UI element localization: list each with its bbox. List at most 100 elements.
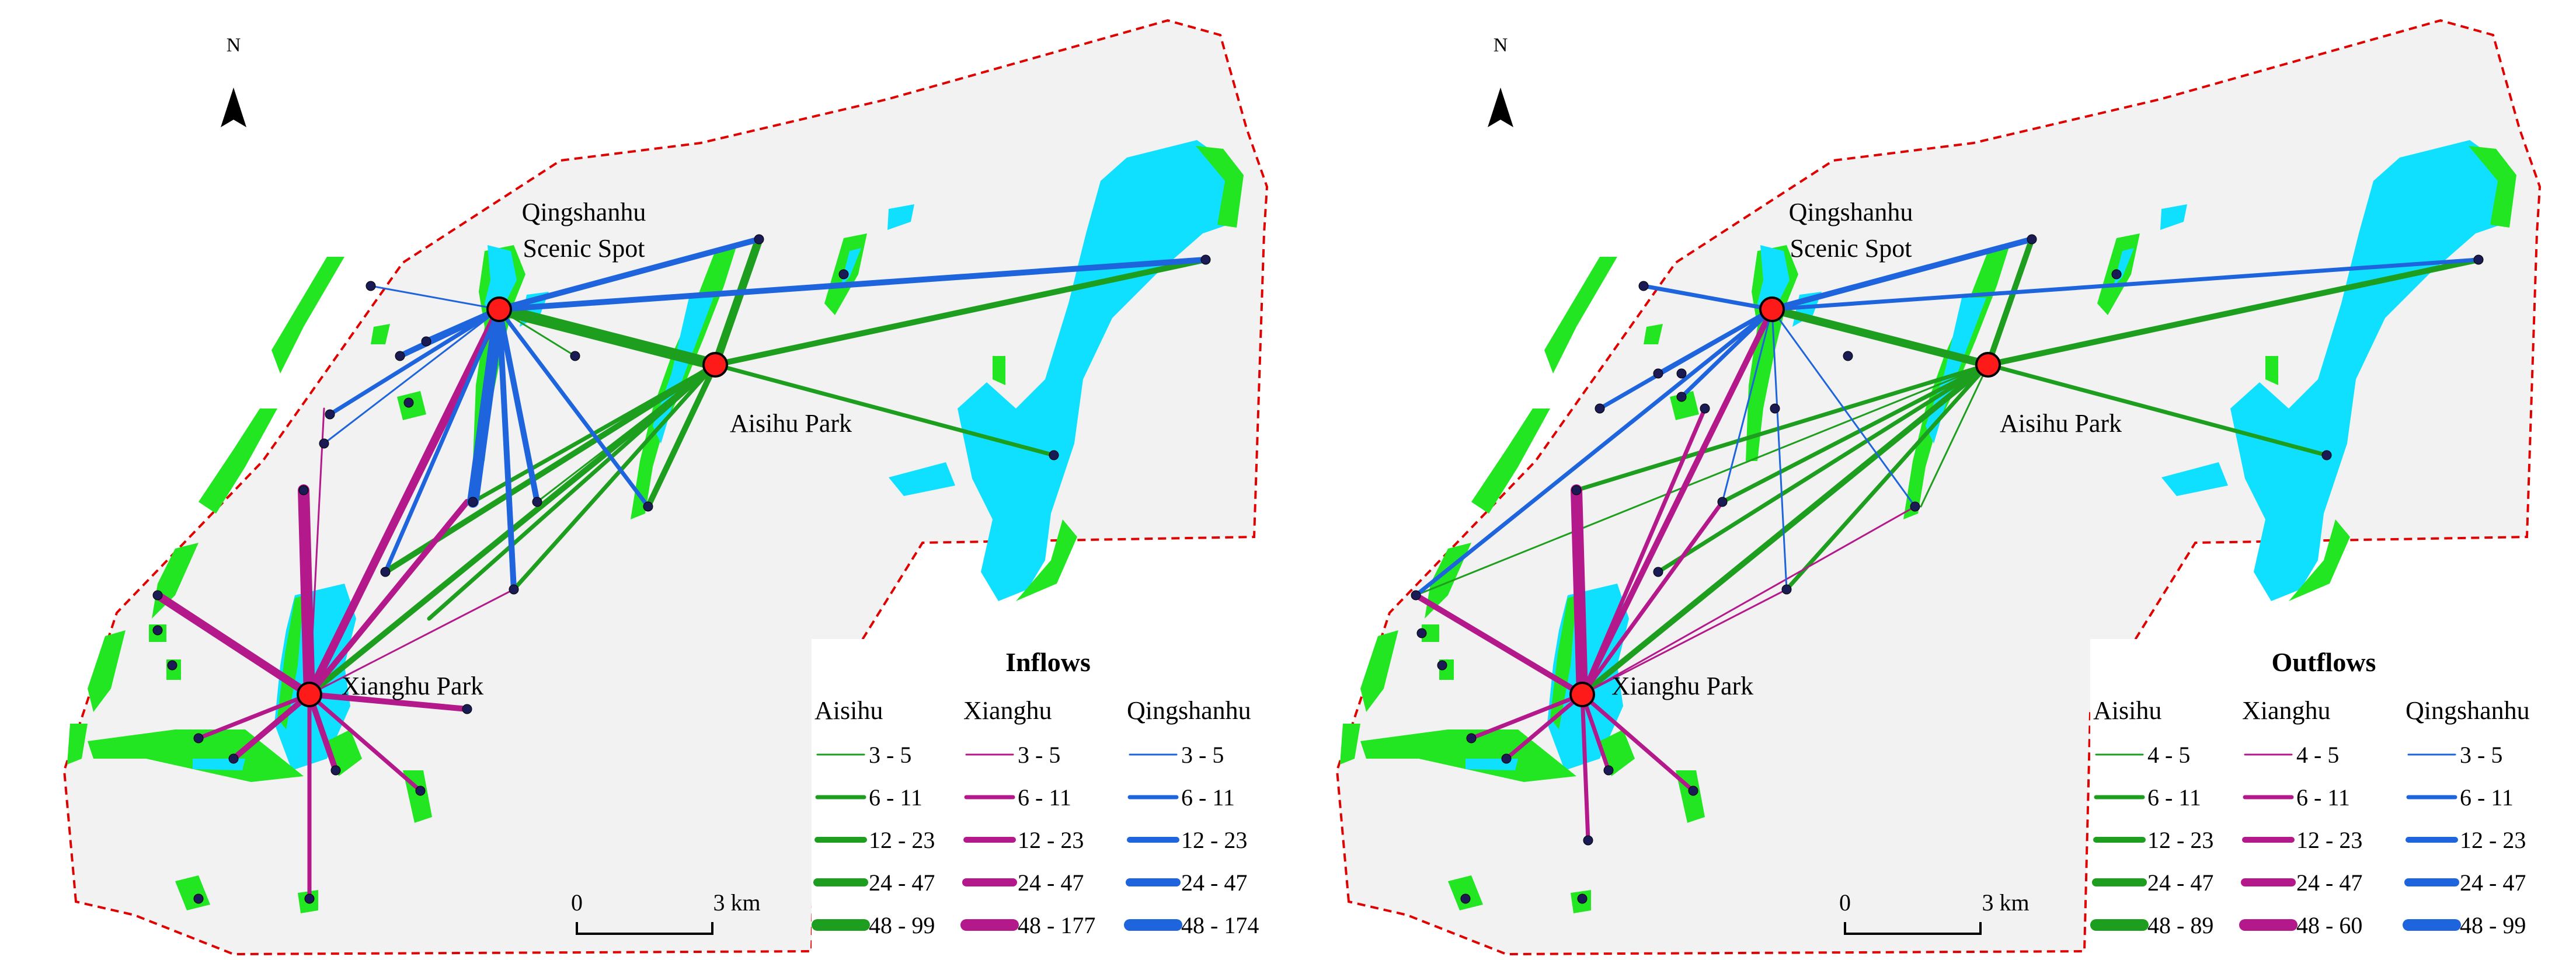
inflows-flow-line-xianghu-23: [308, 407, 325, 696]
inflows-flow-line-xianghu-14: [305, 305, 503, 699]
inflows-flow-line-xianghu-24: [308, 588, 515, 696]
north-arrow: [1488, 88, 1513, 127]
legend-class-aisihu-1: 6 - 11: [2147, 784, 2201, 811]
inflows-flow-line-aisihu-9: [427, 362, 718, 621]
legend-class-qingshanhu-2: 12 - 23: [1181, 827, 1247, 853]
legend-column-header-aisihu: Aisihu: [814, 696, 883, 725]
inflows-flow-line-xianghu-19: [307, 692, 339, 773]
outflows-flow-line-qingshanhu-28: [1414, 307, 1774, 598]
inflows-flow-line-xianghu-15: [298, 484, 315, 700]
legend-class-qingshanhu-4: 48 - 99: [2460, 912, 2526, 938]
legend-column-header-qingshanhu: Qingshanhu: [1127, 696, 1251, 725]
inflows-flow-line-aisihu-1: [493, 303, 721, 371]
inflows-destination-node-8: [365, 281, 376, 291]
outflows-flow-line-aisihu-8: [1574, 362, 1990, 493]
inflows-flow-line-aisihu-5: [645, 362, 718, 509]
inflows-destination-node-13: [298, 485, 309, 495]
scale-distance-label: 3 km: [713, 889, 760, 916]
outflows-flow-line-xianghu-15: [1504, 692, 1585, 761]
legend-class-aisihu-1: 6 - 11: [869, 784, 923, 811]
legend-title: Inflows: [1005, 647, 1091, 677]
inflows-destination-node-0: [754, 234, 764, 245]
outflows-flow-line-aisihu-0: [1768, 305, 1992, 369]
inflows-flow-line-aisihu-3: [712, 257, 1209, 368]
inflows-legend: Inflows Aisihu 3 - 5 6 - 11 12 - 23 24 - 47 4…: [812, 639, 1290, 957]
inflows-destination-node-4: [509, 584, 519, 595]
outflows-destination-node-5: [1717, 497, 1728, 507]
outflows-destination-node-6: [1700, 403, 1710, 414]
inflows-flow-line-aisihu-4: [713, 362, 1056, 458]
outflows-park-hub-Q: [1759, 296, 1785, 322]
inflow-lines: [154, 235, 1209, 901]
inflows-destination-node-12: [319, 438, 329, 449]
outflows-flow-line-qingshanhu-30: [1771, 308, 1916, 508]
xianghu-park-label: Xianghu Park: [1611, 672, 1753, 700]
qingshanhu-label-line1: Qingshanhu: [1789, 198, 1913, 226]
outflows-destination-node-17: [1603, 765, 1614, 776]
inflows-destination-node-26: [403, 397, 414, 408]
inflows-destination-node-11: [325, 409, 335, 420]
outflows-flow-line-xianghu-16: [1580, 692, 1611, 773]
qingshanhu-label-line2: Scenic Spot: [1790, 234, 1912, 263]
outflows-flow-line-qingshanhu-25: [1641, 284, 1774, 312]
scale-bar: 0 3 km: [1839, 889, 2030, 935]
inflows-flow-line-xianghu-21: [307, 692, 423, 793]
legend-title: Outflows: [2272, 647, 2376, 677]
outflows-destination-node-15: [1466, 733, 1477, 743]
inflows-destination-node-10: [395, 351, 405, 361]
north-arrow-icon: [1488, 88, 1513, 127]
outflows-flow-line-aisihu-2: [1985, 257, 2481, 368]
legend-class-qingshanhu-4: 48 - 174: [1181, 912, 1259, 938]
legend-class-xianghu-0: 3 - 5: [1018, 742, 1060, 768]
inflows-destination-node-15: [152, 625, 163, 636]
legend-column-header-xianghu: Xianghu: [963, 696, 1052, 725]
inflow-nodes: [152, 234, 1211, 904]
outflows-flow-line-xianghu-13: [1413, 592, 1585, 697]
qingshanhu-label-line2: Scenic Spot: [523, 234, 645, 263]
outflows-destination-node-20: [1577, 893, 1588, 904]
outflows-destination-node-11: [1571, 485, 1582, 495]
inflows-flow-line-aisihu-12: [536, 364, 716, 503]
outflows-flow-line-xianghu-19: [1580, 406, 1707, 697]
outflows-destination-node-14: [1437, 660, 1447, 671]
inflows-flow-line-qingshanhu-34: [467, 303, 505, 508]
legend-class-qingshanhu-1: 6 - 11: [2460, 784, 2514, 811]
legend-class-xianghu-3: 24 - 47: [1018, 870, 1084, 896]
legend-class-xianghu-3: 24 - 47: [2296, 870, 2362, 896]
north-arrow-icon: [221, 88, 246, 127]
inflows-destination-node-19: [330, 765, 341, 776]
outflows-flow-line-qingshanhu-23: [1769, 236, 2035, 312]
legend-class-aisihu-3: 24 - 47: [2147, 870, 2213, 896]
inflows-flow-line-xianghu-18: [196, 692, 312, 741]
outflows-flow-line-aisihu-3: [1986, 362, 2329, 458]
outflows-destination-node-13: [1416, 628, 1427, 638]
inflows-destination-node-21: [462, 704, 472, 714]
inflows-flow-line-qingshanhu-29: [370, 285, 500, 310]
outflows-flow-line-qingshanhu-24: [1770, 257, 2481, 312]
outflows-destination-node-22: [1843, 351, 1853, 361]
legend-class-xianghu-2: 12 - 23: [2296, 827, 2362, 853]
legend-background: [2090, 639, 2575, 957]
outflows-destination-node-4: [1781, 584, 1792, 595]
legend-class-aisihu-4: 48 - 89: [2147, 912, 2213, 938]
outflows-flow-line-xianghu-20: [1581, 505, 1916, 696]
legend-class-aisihu-0: 4 - 5: [2147, 742, 2190, 768]
outflows-flow-line-xianghu-21: [1581, 588, 1788, 696]
outflows-destination-node-10: [1595, 403, 1605, 414]
inflows-flow-line-qingshanhu-35: [496, 306, 540, 505]
legend-class-xianghu-2: 12 - 23: [1018, 827, 1084, 853]
inflows-destination-node-2: [1049, 450, 1059, 460]
outflows-park-hub-X: [1569, 682, 1595, 707]
scale-zero-label: 0: [571, 889, 583, 916]
legend-column-header-qingshanhu: Qingshanhu: [2406, 696, 2530, 725]
outflows-flow-line-aisihu-7: [1656, 362, 1990, 574]
inflows-flow-line-qingshanhu-32: [328, 307, 502, 417]
inflows-destination-node-17: [193, 733, 204, 743]
inflows-flow-line-qingshanhu-31: [397, 306, 502, 359]
inflows-flow-line-aisihu-6: [511, 362, 718, 592]
outflows-destination-node-19: [1583, 835, 1593, 846]
outflows-destination-node-1: [2473, 254, 2484, 265]
scale-bar: 0 3 km: [571, 889, 761, 935]
outflows-destination-node-23: [2111, 269, 2122, 280]
legend-class-xianghu-1: 6 - 11: [1018, 784, 1071, 811]
